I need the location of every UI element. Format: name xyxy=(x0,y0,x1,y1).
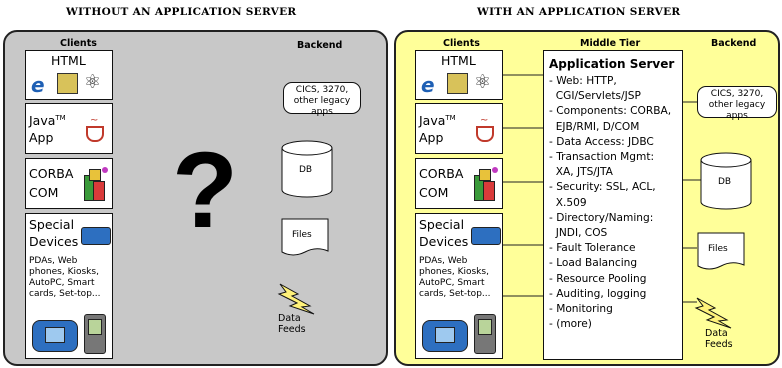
netscape-browser-icon xyxy=(57,73,78,94)
app-server-feature: - Fault Tolerance xyxy=(549,242,636,255)
app-server-feature: X.509 xyxy=(549,196,587,209)
java-coffee-cup-icon: ~ xyxy=(84,116,106,144)
devices-label: Devices xyxy=(29,234,79,249)
smart-card-icon xyxy=(471,227,501,245)
right-java-client: JavaTM App ~ xyxy=(415,103,503,154)
app-server-feature: XA, JTS/JTA xyxy=(549,166,613,179)
mosaic-browser-icon: ⚛ xyxy=(474,71,492,93)
right-files-label: Files xyxy=(708,244,728,254)
app-server-feature: - Monitoring xyxy=(549,303,613,316)
left-db-cylinder: DB xyxy=(281,140,333,198)
left-legacy-apps: CICS, 3270, other legacy apps xyxy=(283,82,361,117)
left-backend-header: Backend xyxy=(297,40,343,51)
right-panel-title: WITH AN APPLICATION SERVER xyxy=(477,6,681,18)
application-server-title: Application Server xyxy=(549,57,675,71)
right-middle-tier-header: Middle Tier xyxy=(580,38,641,49)
app-server-feature: - Security: SSL, ACL, xyxy=(549,181,656,194)
netscape-browser-icon xyxy=(447,73,468,94)
left-panel-title: WITHOUT AN APPLICATION SERVER xyxy=(66,6,297,18)
left-special-devices-client: Special Devices PDAs, Web phones, Kiosks… xyxy=(25,213,113,359)
special-devices-description: PDAs, Web phones, Kiosks, AutoPC, Smart … xyxy=(29,256,101,299)
ie-browser-icon: e xyxy=(31,73,45,97)
right-backend-header: Backend xyxy=(711,38,757,49)
app-label: App xyxy=(29,130,54,145)
java-label: Java xyxy=(419,113,446,129)
handheld-device-icon xyxy=(32,320,78,352)
app-server-feature: - Data Access: JDBC xyxy=(549,135,654,148)
app-server-feature: CGI/Servlets/JSP xyxy=(549,90,641,103)
corba-label: CORBA xyxy=(419,166,464,181)
app-server-feature: - Transaction Mgmt: xyxy=(549,151,655,164)
left-db-label: DB xyxy=(299,165,313,175)
app-server-feature: - Components: CORBA, xyxy=(549,105,672,118)
left-clients-header: Clients xyxy=(60,38,97,49)
application-server-box: Application Server - Web: HTTP, CGI/Serv… xyxy=(543,50,683,360)
right-data-feeds-label: Data Feeds xyxy=(705,328,733,350)
app-server-feature: - Resource Pooling xyxy=(549,272,647,285)
component-blocks-icon xyxy=(474,167,498,201)
java-coffee-cup-icon: ~ xyxy=(474,116,496,144)
pda-device-icon xyxy=(474,314,496,354)
right-lightning-icon xyxy=(693,296,733,330)
app-server-feature: - (more) xyxy=(549,318,592,331)
app-server-feature: EJB/RMI, D/COM xyxy=(549,120,640,133)
app-server-feature: - Directory/Naming: xyxy=(549,211,654,224)
left-java-client: JavaTM App ~ xyxy=(25,103,113,154)
right-db-label: DB xyxy=(718,177,732,187)
left-files-document: Files xyxy=(281,218,329,258)
java-trademark: TM xyxy=(55,114,66,122)
ie-browser-icon: e xyxy=(421,73,435,97)
pda-device-icon xyxy=(84,314,106,354)
java-trademark: TM xyxy=(445,114,456,122)
right-legacy-apps: CICS, 3270, other legacy apps xyxy=(697,86,777,121)
component-blocks-icon xyxy=(84,167,108,201)
app-server-feature: JNDI, COS xyxy=(549,227,608,240)
smart-card-icon xyxy=(81,227,111,245)
java-label: Java xyxy=(29,113,56,129)
application-server-features: - Web: HTTP, CGI/Servlets/JSP - Component… xyxy=(549,74,682,332)
right-clients-header: Clients xyxy=(443,38,480,49)
app-server-feature: - Auditing, logging xyxy=(549,287,647,300)
corba-label: CORBA xyxy=(29,166,74,181)
special-label: Special xyxy=(29,217,75,232)
com-label: COM xyxy=(29,185,59,200)
html-label: HTML xyxy=(441,53,476,68)
left-corba-client: CORBA COM xyxy=(25,158,113,209)
app-server-feature: - Web: HTTP, xyxy=(549,75,617,87)
left-files-label: Files xyxy=(292,230,312,240)
left-html-client: HTML e ⚛ xyxy=(25,50,113,100)
app-server-feature: - Load Balancing xyxy=(549,257,638,270)
right-special-devices-client: Special Devices PDAs, Web phones, Kiosks… xyxy=(415,213,503,359)
mosaic-browser-icon: ⚛ xyxy=(84,71,102,93)
handheld-device-icon xyxy=(422,320,468,352)
left-lightning-icon xyxy=(276,282,316,316)
left-data-feeds-label: Data Feeds xyxy=(278,313,306,335)
right-db-cylinder: DB xyxy=(700,152,752,210)
right-files-document: Files xyxy=(697,232,745,272)
com-label: COM xyxy=(419,185,449,200)
right-corba-client: CORBA COM xyxy=(415,158,503,209)
devices-label: Devices xyxy=(419,234,469,249)
special-label: Special xyxy=(419,217,465,232)
special-devices-description: PDAs, Web phones, Kiosks, AutoPC, Smart … xyxy=(419,256,491,299)
app-label: App xyxy=(419,130,444,145)
html-label: HTML xyxy=(51,53,86,68)
right-html-client: HTML e ⚛ xyxy=(415,50,503,100)
question-mark: ? xyxy=(172,129,238,250)
